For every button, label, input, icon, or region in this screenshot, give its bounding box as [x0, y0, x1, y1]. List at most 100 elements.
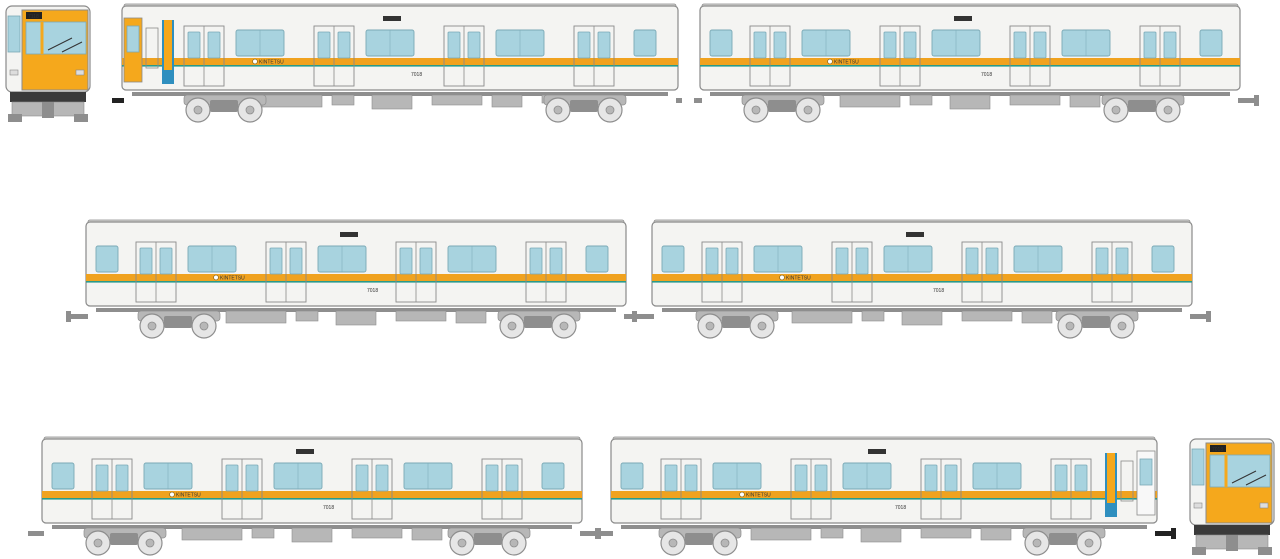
end-window: [709, 29, 733, 57]
bogie: [1055, 310, 1139, 339]
coupler: [634, 314, 654, 319]
front-number: 7018: [1212, 447, 1223, 453]
door-window: [1115, 247, 1129, 275]
bogie: [1101, 94, 1185, 123]
wiper: [1231, 470, 1257, 484]
orange-stripe: [652, 274, 1192, 281]
bogie: [1022, 527, 1106, 556]
car-number: 7018: [895, 505, 906, 511]
bogie: [183, 94, 267, 123]
underframe: [710, 92, 1230, 96]
headlight: [1259, 502, 1269, 509]
orange-stripe: [86, 274, 626, 281]
logo-mark: [779, 274, 785, 281]
side-indicator: [340, 232, 358, 237]
door-window: [245, 464, 259, 492]
wheel-hub: [147, 321, 157, 331]
side-indicator: [868, 449, 886, 454]
door-window: [159, 247, 173, 275]
end-window: [95, 245, 119, 273]
door-window: [794, 464, 808, 492]
logo-text: KINTETSU: [259, 60, 284, 66]
door-window: [115, 464, 129, 492]
underfloor-equipment: [431, 94, 483, 106]
wheel-hub: [193, 105, 203, 115]
front-side-window: [1191, 448, 1205, 486]
door-window: [289, 247, 303, 275]
wheel-hub: [457, 538, 467, 548]
underfloor-equipment: [181, 527, 243, 541]
wheel-hub: [1032, 538, 1042, 548]
teal-stripe: [42, 498, 582, 500]
door-window: [225, 464, 239, 492]
wheel-hub: [1084, 538, 1094, 548]
coupler-head: [1171, 528, 1176, 539]
headlight: [9, 69, 19, 76]
door-window: [1013, 31, 1027, 59]
front-coupler: [42, 102, 54, 118]
door-window: [705, 247, 719, 275]
wiper: [47, 37, 73, 51]
logo-mark: [252, 58, 258, 65]
door-window: [597, 31, 611, 59]
end-window: [620, 462, 644, 490]
logo-mark: [213, 274, 219, 281]
wheel-hub: [803, 105, 813, 115]
door-window: [505, 464, 519, 492]
windshield: [1209, 454, 1271, 488]
front-truck: [8, 114, 22, 122]
headlight: [1193, 502, 1203, 509]
door-window: [1143, 31, 1157, 59]
coupler: [28, 531, 44, 536]
door-window: [529, 247, 543, 275]
car-number: 7018: [411, 72, 422, 78]
underfloor-equipment: [225, 310, 287, 324]
wheel-hub: [751, 105, 761, 115]
coupler-head: [66, 311, 71, 322]
end-window: [541, 462, 565, 490]
underfloor-equipment: [961, 310, 1013, 322]
underfloor-equipment: [949, 94, 991, 110]
underfloor-equipment: [291, 527, 333, 543]
coupler-head: [595, 528, 596, 539]
side-indicator: [296, 449, 314, 454]
windshield: [25, 21, 87, 55]
end-window: [585, 245, 609, 273]
door-window: [419, 247, 433, 275]
underfloor-equipment: [980, 527, 1012, 541]
underfloor-equipment: [395, 310, 447, 322]
side-indicator: [383, 16, 401, 21]
underfloor-equipment: [411, 527, 443, 541]
bogie: [137, 310, 221, 339]
underframe: [96, 308, 616, 312]
coupler: [1155, 531, 1175, 536]
orange-stripe: [42, 491, 582, 498]
cab-window: [126, 25, 140, 53]
orange-stripe: [611, 491, 1157, 498]
logo-mark: [169, 491, 175, 498]
front-coupler: [1226, 535, 1238, 551]
underfloor-equipment: [261, 94, 323, 108]
door-window: [965, 247, 979, 275]
door-window: [375, 464, 389, 492]
wheel-hub: [1111, 105, 1121, 115]
wheel-hub: [199, 321, 209, 331]
wheel-hub: [1117, 321, 1127, 331]
coupler: [676, 98, 682, 103]
underfloor-equipment: [335, 310, 377, 326]
underfloor-equipment: [839, 94, 901, 108]
door-window: [317, 31, 331, 59]
coupler: [1238, 98, 1258, 103]
bogie-bolster: [474, 533, 502, 545]
door-window: [924, 464, 938, 492]
teal-stripe: [700, 65, 1240, 67]
underfloor-equipment: [1021, 310, 1053, 324]
door-window: [903, 31, 917, 59]
underframe: [662, 308, 1182, 312]
coupler: [595, 531, 613, 536]
cab-orange-panel: [164, 20, 172, 70]
logo-mark: [827, 58, 833, 65]
door-window: [1074, 464, 1088, 492]
